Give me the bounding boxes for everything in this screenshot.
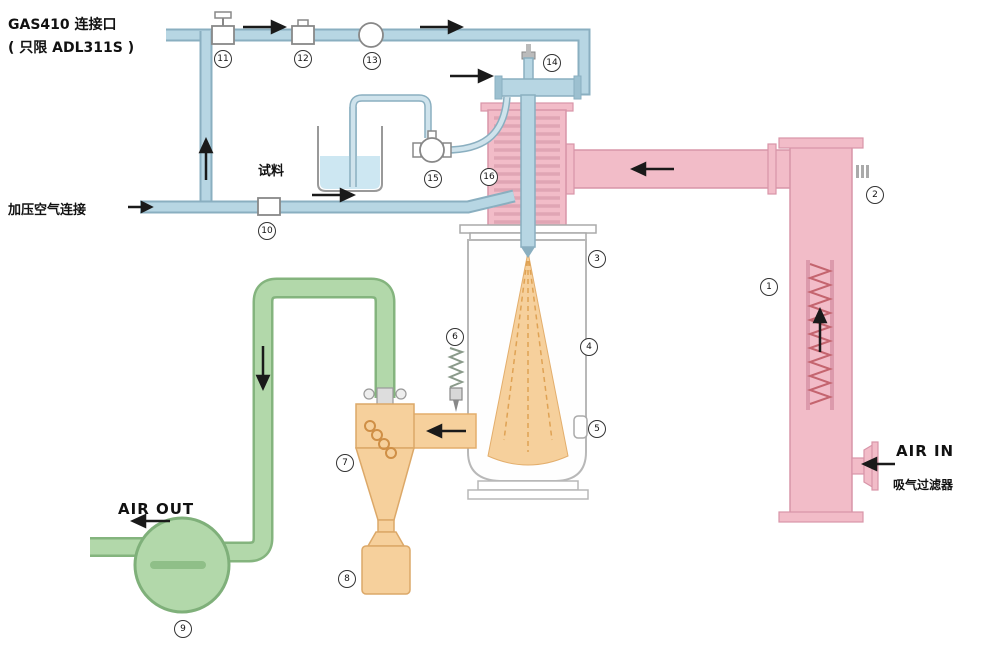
valve11-body: [211, 25, 235, 45]
gas410-note-label: ( 只限 ADL311S ): [8, 40, 135, 56]
cyclone-inlet-body: [355, 403, 415, 449]
air-in-label: AIR IN: [896, 442, 955, 460]
exhaust-pipe: [212, 280, 393, 560]
heater-coil: [806, 263, 834, 405]
arrow-left-outlet: [425, 423, 466, 439]
fitting-knob-right: [395, 388, 407, 400]
duct-flange-right: [767, 143, 777, 195]
arrow-right-3: [450, 68, 495, 84]
beaker-glass: [317, 126, 383, 192]
arrow-left-airin: [860, 456, 895, 472]
spray-lines: [503, 251, 553, 452]
marker-11-valve: 11: [214, 50, 232, 68]
nozzle-pipe: [520, 94, 536, 248]
marker-4-chamber: 4: [580, 338, 598, 356]
pump-body: [419, 137, 445, 163]
marker-8-bottle: 8: [338, 570, 356, 588]
sensor-fitting: [856, 165, 869, 178]
marker-5-port: 5: [588, 420, 606, 438]
nozzle-cap-right: [573, 75, 582, 100]
heater-rail-right: [830, 260, 834, 410]
arrow-up-heater: [812, 306, 828, 352]
marker-13-flowmeter: 13: [363, 52, 381, 70]
marker-7-cyclone: 7: [336, 454, 354, 472]
nozzle-top-tip: [526, 44, 531, 53]
sample-beaker: [317, 107, 383, 192]
arrow-right-2: [420, 19, 465, 35]
pressurized-air-label: 加压空气连接: [8, 203, 87, 218]
heater-rail-left: [806, 260, 810, 410]
sample-label: 试料: [258, 164, 285, 179]
gas-line-components: [211, 11, 384, 216]
intake-filter-label: 吸气过滤器: [893, 478, 954, 492]
knocker-assembly: [447, 347, 465, 412]
air-out-label: AIR OUT: [118, 500, 195, 518]
marker-10-regulator: 10: [258, 222, 276, 240]
spray-cone: [487, 251, 569, 466]
valve11-handle: [214, 11, 232, 19]
marker-12-valve: 12: [294, 50, 312, 68]
pressure-air-line: [140, 191, 516, 212]
chamber-base-lower: [467, 489, 589, 500]
arrow-left-duct: [629, 161, 674, 177]
arrow-right-inlet: [128, 200, 154, 214]
marker-16-heater-block: 16: [480, 168, 498, 186]
pump-tube: [445, 96, 510, 153]
arrow-left-airout: [129, 513, 170, 529]
marker-15-pump: 15: [424, 170, 442, 188]
cyclone-neck: [377, 519, 395, 533]
nozzle-manifold: [499, 78, 577, 97]
drying-chamber: [467, 239, 589, 500]
flow-arrows: [128, 19, 895, 529]
marker-14-nozzle: 14: [543, 54, 561, 72]
marker-1-heater: 1: [760, 278, 778, 296]
heater-column-top-cap: [778, 137, 864, 149]
nozzle-tip: [521, 247, 535, 258]
chamber-base-upper: [477, 480, 579, 491]
nozzle-stem: [523, 57, 534, 81]
valve12-body: [291, 25, 315, 45]
arrow-up-branch: [198, 136, 214, 180]
knocker-spring: [447, 347, 465, 388]
marker-9-blower: 9: [174, 620, 192, 638]
marker-6-knocker: 6: [446, 328, 464, 346]
knocker-tip: [453, 400, 459, 412]
marker-2-fitting: 2: [866, 186, 884, 204]
gas410-port-label: GAS410 连接口: [8, 17, 117, 33]
heater-column-bottom-cap: [778, 511, 864, 523]
bottle-neck: [366, 531, 406, 547]
fitting-knob-left: [363, 388, 375, 400]
knocker-body: [449, 387, 463, 401]
nozzle-cap-left: [494, 75, 503, 100]
cyclone-spring: [364, 420, 397, 459]
sample-tube: [350, 95, 431, 187]
regulator-body: [257, 197, 281, 216]
cyclone-cone: [354, 447, 415, 521]
arrow-right-1: [243, 19, 288, 35]
chamber-side-port: [573, 415, 588, 439]
duct-flange-left: [565, 143, 575, 195]
exhaust-system: [90, 277, 396, 614]
sample-pump: [412, 130, 452, 163]
collection-bottle: [361, 545, 411, 595]
flowmeter-body: [358, 22, 384, 48]
marker-3-flange: 3: [588, 250, 606, 268]
heated-air-duct-system: [553, 137, 879, 523]
arrow-right-regulator: [312, 187, 357, 203]
cyclone-assembly: [354, 387, 415, 595]
intake-neck: [851, 457, 865, 475]
arrow-down-exhaust: [255, 346, 271, 392]
blower-slot: [150, 561, 206, 569]
nozzle-assembly: [494, 44, 582, 258]
horizontal-air-duct: [553, 149, 803, 189]
